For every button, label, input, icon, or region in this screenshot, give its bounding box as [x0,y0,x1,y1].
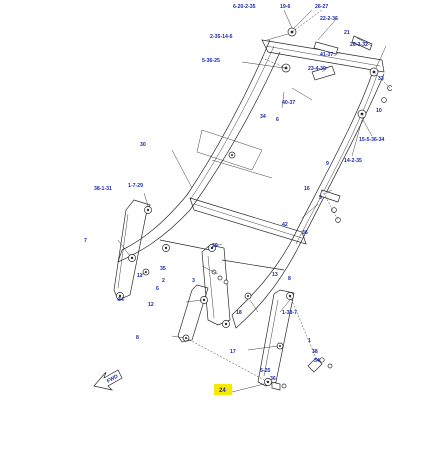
callout[interactable]: 38 [312,349,318,355]
callout[interactable]: 1-7-29 [128,183,143,189]
callout[interactable]: 22-2-36 [320,16,338,22]
callout-highlight-box [214,384,232,395]
callout[interactable]: 8 [288,276,291,282]
callout[interactable]: 36 [270,376,276,382]
callout[interactable]: 34 [260,114,266,120]
callout[interactable]: 34 [314,358,320,364]
callout[interactable]: 28-3-32 [350,42,368,48]
callout[interactable]: 23-4-39 [308,66,326,72]
callout[interactable]: 1 [308,338,311,344]
callout[interactable]: 29 [212,243,218,249]
callout[interactable]: 17 [230,349,236,355]
highlighted-callout[interactable]: 24 [214,384,232,395]
callout[interactable]: 38-1-31 [94,186,112,192]
callout[interactable]: 6 [156,286,159,292]
callout[interactable]: 6 [276,117,279,123]
callout[interactable]: 12 [148,302,154,308]
callout[interactable]: 6-20-2-35 [233,4,256,10]
callout[interactable]: 34 [118,297,124,303]
callout[interactable]: 10 [376,108,382,114]
callout[interactable]: 33 [378,76,384,82]
callout[interactable]: 21 [344,30,350,36]
callout[interactable]: 18 [236,310,242,316]
callout[interactable]: 1-38-7 [282,310,297,316]
callout[interactable]: 2 [162,278,165,284]
boom-arm-drawing [113,9,392,393]
forward-direction-arrow: FWD [93,369,123,391]
callout[interactable]: 8 [136,335,139,341]
callout[interactable]: 35 [160,266,166,272]
callout[interactable]: 40-37 [282,100,295,106]
fwd-label: FWD [106,374,119,385]
callout[interactable]: 3 [192,278,195,284]
callout[interactable]: 30 [140,142,146,148]
diagram-sheet: FWD 6-20-2-35 19-6 26-27 22-2-36 21 2-35… [22,0,392,410]
callout[interactable]: 24 [219,388,226,394]
callout[interactable]: 5 [319,195,322,201]
callout[interactable]: 9 [326,161,329,167]
callout[interactable]: 11 [137,273,143,279]
loader-boom-exploded-diagram: FWD 6-20-2-35 19-6 26-27 22-2-36 21 2-35… [84,4,392,395]
callout[interactable]: 41-37 [320,52,333,58]
callout[interactable]: 2-35-14-6 [210,34,233,40]
callout[interactable]: 5-36-25 [202,58,220,64]
callout[interactable]: 42 [282,222,288,228]
callout-labels: 6-20-2-35 19-6 26-27 22-2-36 21 2-35-14-… [84,4,384,382]
callout[interactable]: 15-5-36-34 [359,137,384,143]
callout[interactable]: 14-2-35 [344,158,362,164]
callout[interactable]: 5-25 [260,368,270,374]
callout[interactable]: 16 [304,186,310,192]
callout[interactable]: 36 [302,230,308,236]
callout[interactable]: 13 [272,272,278,278]
callout[interactable]: 26-27 [315,4,328,10]
callout[interactable]: 19-6 [280,4,290,10]
callout[interactable]: 7 [84,238,87,244]
